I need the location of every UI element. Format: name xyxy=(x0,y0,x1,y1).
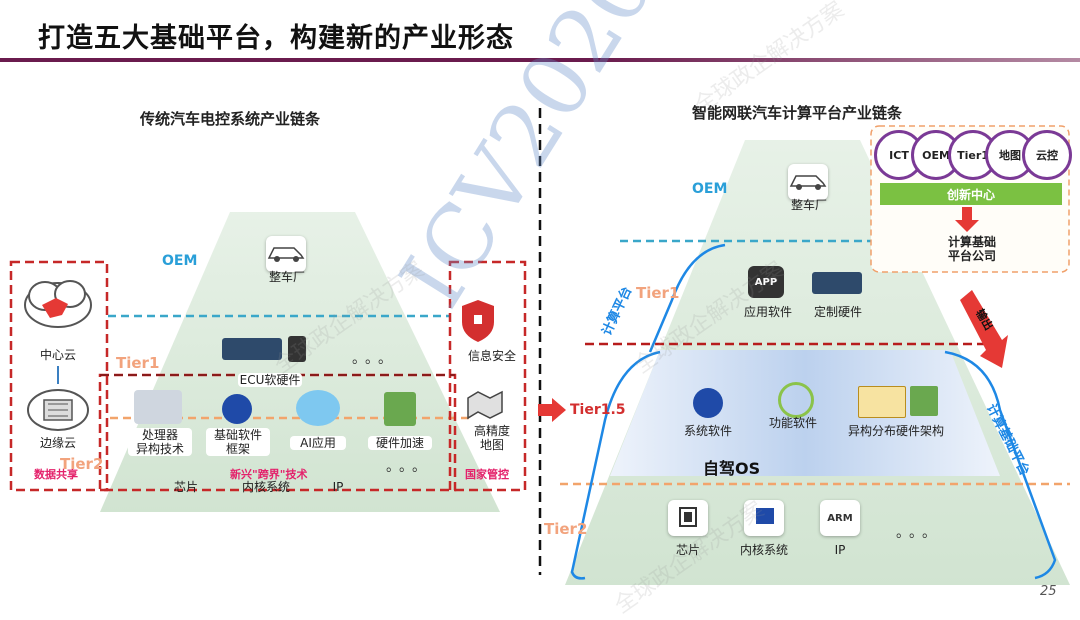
page-number: 25 xyxy=(1040,584,1057,599)
map-icon xyxy=(467,390,503,420)
car-icon xyxy=(266,236,306,272)
right-kernel-label: 内核系统 xyxy=(739,543,788,557)
left-tier2-label: Tier2 xyxy=(60,455,104,473)
auto-os-label: 自驾OS xyxy=(703,459,761,478)
base-software-label: 基础软件 框架 xyxy=(206,428,270,456)
kernel-icon xyxy=(744,500,784,536)
compute-base-bracket-left xyxy=(570,350,661,580)
right-tier2-label: Tier2 xyxy=(544,520,588,538)
left-ip-label: IP xyxy=(332,480,344,494)
hetero-hw-label: 异构分布硬件架构 xyxy=(847,424,944,438)
innovation-down-arrow xyxy=(955,207,979,232)
page-title: 打造五大基础平台，构建新的产业形态 xyxy=(38,23,514,54)
processor-label: 处理器 异构技术 xyxy=(128,428,192,456)
innovation-center-bar xyxy=(880,183,1062,205)
left-chip-label: 芯片 xyxy=(173,480,198,494)
edge-cloud-icon xyxy=(27,389,89,431)
right-tier1-label: Tier1 xyxy=(636,284,680,302)
function-software-icon xyxy=(778,382,814,418)
left-kernel-label: 内核系统 xyxy=(241,480,290,494)
info-security-label: 信息安全 xyxy=(467,349,516,363)
ai-brain-icon xyxy=(296,390,340,426)
right-oem-label: OEM xyxy=(692,181,728,197)
tier15-arrow xyxy=(538,398,566,422)
title-underline xyxy=(0,58,1080,62)
left-section-title: 传统汽车电控系统产业链条 xyxy=(140,110,321,128)
hetero-hw-chip-icon xyxy=(910,386,938,416)
center-cloud-icon xyxy=(24,280,92,328)
hetero-hw-icon xyxy=(858,386,906,418)
base-software-icon xyxy=(222,394,252,424)
left-car-factory-label: 整车厂 xyxy=(268,270,305,284)
national-control-label: 国家管控 xyxy=(465,468,509,481)
ai-app-label: AI应用 xyxy=(290,436,346,450)
custom-hardware-label: 定制硬件 xyxy=(813,305,862,319)
right-chip-label: 芯片 xyxy=(675,543,700,557)
tier15-label: Tier1.5 xyxy=(570,402,626,418)
edge-cloud-label: 边缘云 xyxy=(39,436,76,450)
arm-chip-icon: ARM xyxy=(820,500,860,536)
system-software-icon xyxy=(693,388,723,418)
left-tier2-dots: 。。。 xyxy=(386,459,432,475)
right-car-icon xyxy=(788,164,828,200)
compute-base-bracket-right xyxy=(944,350,1057,580)
left-tier1-label: Tier1 xyxy=(116,354,160,372)
right-car-factory-label: 整车厂 xyxy=(790,198,827,212)
system-software-label: 系统软件 xyxy=(683,424,732,438)
ecu-label: ECU软硬件 xyxy=(238,373,302,387)
app-phone-icon xyxy=(288,336,306,362)
function-software-label: 功能软件 xyxy=(768,416,817,430)
left-oem-label: OEM xyxy=(162,253,198,269)
left-red-box-main xyxy=(98,373,457,492)
app-software-icon: APP xyxy=(748,266,784,298)
processor-chip-icon xyxy=(134,390,182,424)
circle-cloud-control: 云控 xyxy=(1022,130,1072,180)
left-tier1-dots: 。。。 xyxy=(352,351,398,367)
ecu-board-icon xyxy=(222,338,282,360)
innovation-center-label: 创新中心 xyxy=(946,188,995,202)
partner-circles: ICT OEM Tier1 地图 云控 xyxy=(874,130,1072,180)
platform-company-label: 计算基础 平台公司 xyxy=(947,235,996,263)
compute-platform-bracket xyxy=(648,243,726,353)
chip-icon xyxy=(668,500,708,536)
data-sharing-label: 数据共享 xyxy=(34,468,78,481)
cross-border-label: 新兴"跨界"技术 xyxy=(230,468,308,481)
hd-map-label: 高精度 地图 xyxy=(473,424,510,452)
hw-accel-label: 硬件加速 xyxy=(368,436,432,450)
right-ip-label: IP xyxy=(834,543,846,557)
right-section-title: 智能网联汽车计算平台产业链条 xyxy=(692,104,903,122)
export-arrow xyxy=(960,290,1008,368)
app-software-label: 应用软件 xyxy=(743,305,792,319)
hw-accel-chip-icon xyxy=(384,392,416,426)
custom-hardware-icon xyxy=(812,272,862,294)
security-shield-icon xyxy=(462,300,494,342)
right-tier2-dots: 。。。 xyxy=(896,525,942,541)
center-cloud-label: 中心云 xyxy=(39,348,76,362)
